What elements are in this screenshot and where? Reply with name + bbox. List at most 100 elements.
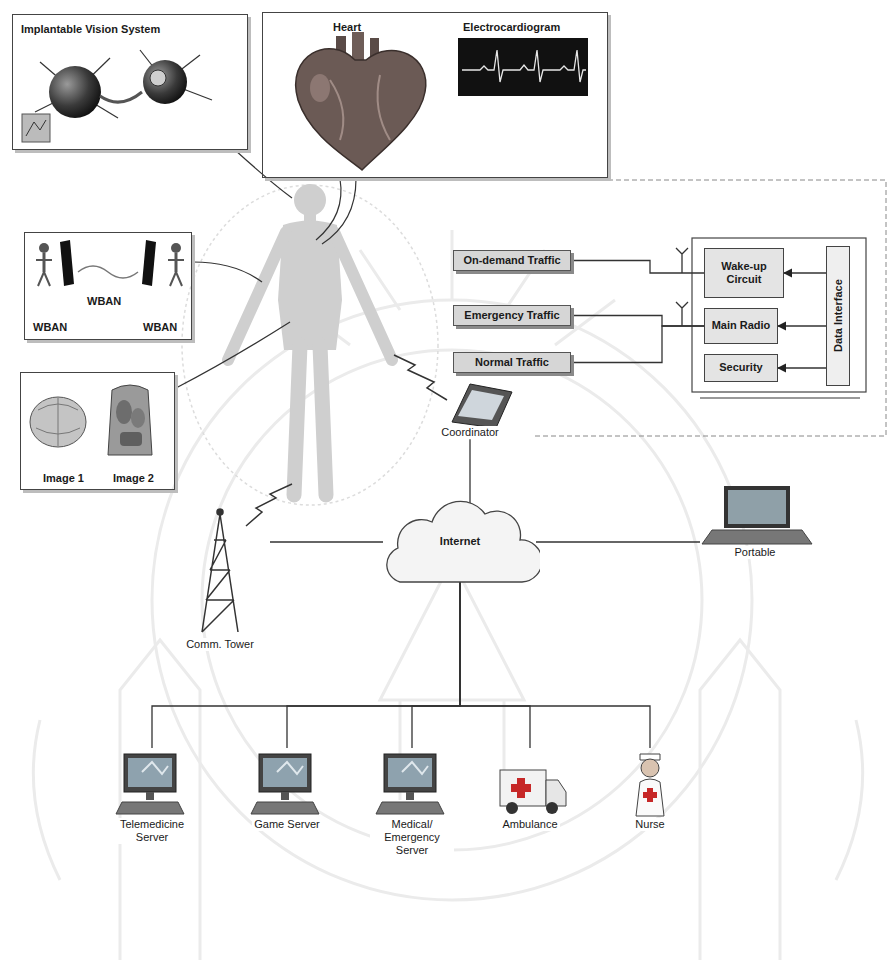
node-label: On-demand Traffic <box>463 254 560 267</box>
wban-illustration <box>168 260 184 286</box>
internet-cloud: Internet <box>380 500 540 584</box>
node-label: Data Interface <box>831 280 844 353</box>
text-holder: Heart <box>333 17 361 35</box>
pda-icon <box>452 384 512 428</box>
leader-line <box>235 150 292 198</box>
medical-images <box>116 400 132 424</box>
wban-illustration <box>142 240 156 286</box>
interface-bar: Data Interface <box>826 246 850 386</box>
connector <box>778 325 826 326</box>
dashed-boundary <box>532 180 886 436</box>
vision-illustration <box>150 70 166 86</box>
ecg-display <box>462 50 586 82</box>
connector <box>469 439 470 505</box>
traffic-box: On-demand Traffic <box>453 250 571 271</box>
heart-illustration <box>352 32 364 62</box>
body-silhouette <box>182 184 438 505</box>
medical-images <box>36 398 80 446</box>
connector <box>536 541 700 542</box>
comm-tower: Comm. Tower <box>170 510 270 651</box>
node-label: Security <box>719 361 762 374</box>
radio-block: Security <box>704 354 778 382</box>
heart-illustration <box>330 75 390 140</box>
wban-illustration <box>43 253 46 272</box>
server-node: Medical/ Emergency Server <box>370 748 454 858</box>
leader-line <box>193 262 262 282</box>
ambulance-icon <box>506 802 518 814</box>
medical-images <box>120 432 142 446</box>
leader-line <box>322 179 356 244</box>
tower-icon <box>202 509 238 632</box>
nurse-icon <box>636 779 664 816</box>
node-label: Coordinator <box>439 426 500 439</box>
node-label: Nurse <box>633 818 666 831</box>
connector <box>287 582 460 748</box>
node-label: Normal Traffic <box>475 356 549 369</box>
node-label: Wake-up Circuit <box>707 260 781 286</box>
node-label: Implantable Vision System <box>21 23 160 35</box>
nurse-icon <box>636 754 664 816</box>
vision-illustration <box>22 50 212 142</box>
node-label: Portable <box>733 546 778 559</box>
vision-illustration <box>26 120 46 136</box>
text-holder: Image 1 <box>43 468 84 486</box>
ecg-display <box>458 38 588 96</box>
node-label: Image 2 <box>113 472 154 484</box>
dashed-boundary <box>532 180 886 436</box>
pda-icon <box>452 384 512 428</box>
body-silhouette <box>182 185 438 505</box>
traffic-box: Emergency Traffic <box>453 305 571 326</box>
node-label: Ambulance <box>500 818 559 831</box>
medical-images <box>108 385 152 455</box>
medical-images <box>131 408 145 428</box>
connector <box>571 316 704 327</box>
wban-illustration <box>175 253 178 272</box>
text-holder: WBAN <box>143 317 177 335</box>
radio-frame <box>700 397 860 399</box>
body-silhouette <box>294 184 326 216</box>
heart-panel: Heart Electrocardiogram <box>262 12 608 178</box>
portable-device: Portable <box>700 482 810 559</box>
vision-illustration <box>49 66 101 118</box>
text-holder: Image 2 <box>113 468 154 486</box>
heart-illustration <box>296 49 426 170</box>
wireless-link <box>246 355 447 526</box>
university-watermark <box>120 640 780 960</box>
wban-illustration <box>39 243 49 253</box>
server-icon <box>376 754 444 814</box>
radio-frame <box>692 238 866 398</box>
tower-icon <box>202 514 238 632</box>
radio-block: Main Radio <box>704 308 778 344</box>
laptop-icon <box>702 486 812 544</box>
connector <box>778 367 826 368</box>
vision-illustration <box>22 114 50 142</box>
connector <box>571 326 704 363</box>
ambulance-node: Ambulance <box>485 748 575 831</box>
server-icon <box>251 754 319 814</box>
ambulance-icon <box>546 780 566 806</box>
vision-illustration <box>100 92 142 102</box>
connector <box>571 261 704 274</box>
pda-icon <box>458 390 504 420</box>
ambulance-icon <box>511 784 531 792</box>
heart-illustration <box>296 32 426 170</box>
wban-illustration <box>78 266 138 278</box>
laptop-icon <box>724 486 790 528</box>
ambulance-icon <box>500 770 566 814</box>
connector <box>412 582 460 748</box>
server-node: Game Server <box>245 748 329 831</box>
server-icon <box>116 754 184 814</box>
node-label: Comm. Tower <box>184 638 256 651</box>
ecg-display <box>458 38 588 96</box>
wban-illustration <box>171 243 181 253</box>
connector <box>460 582 530 748</box>
node-label: WBAN <box>143 321 177 333</box>
antenna-symbol <box>676 248 688 273</box>
wban-illustration <box>60 240 74 286</box>
cloud-outline <box>387 501 540 582</box>
nurse-icon <box>641 759 659 777</box>
wireless-link <box>246 484 292 526</box>
node-label: Main Radio <box>712 319 771 332</box>
text-holder: Electrocardiogram <box>463 17 560 35</box>
